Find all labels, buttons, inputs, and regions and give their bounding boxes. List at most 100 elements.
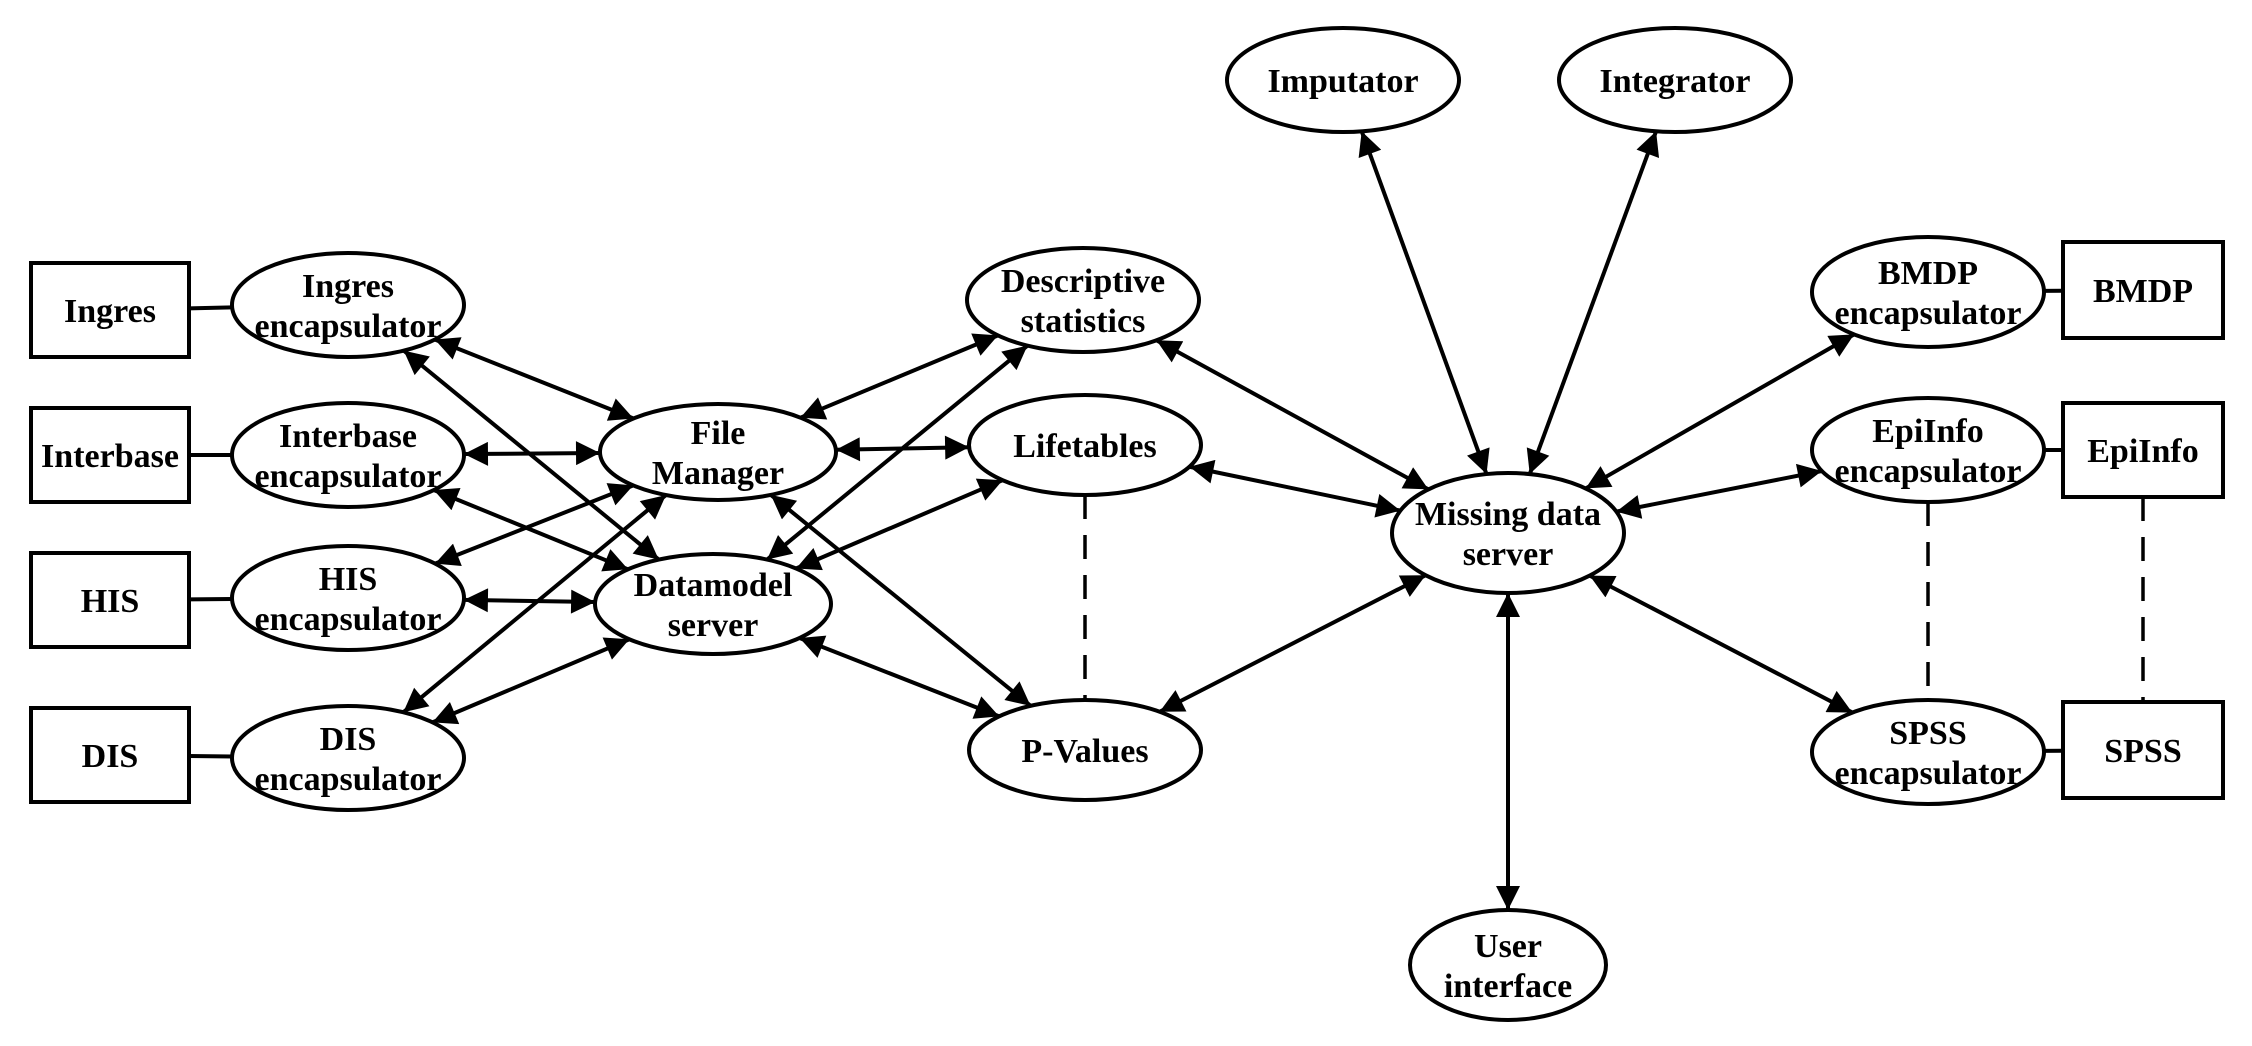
edge-p-values-to-missing-data-server [1158,573,1427,714]
edge-lifetables-to-missing-data-server [1189,459,1401,518]
edge-dis-enc-to-datamodel-server [431,637,631,725]
node-interbase-db-box [29,406,191,504]
node-interbase-db-label-line-1: Interbase [41,438,179,475]
edge-missing-data-server-to-epiinfo-enc [1615,463,1823,519]
node-epiinfo-pkg-box [2061,401,2225,499]
node-epiinfo-pkg-label-line-1: EpiInfo [2087,433,2199,470]
node-datamodel-server-label-line-2: server [668,607,759,644]
edge-ingres-db-to-ingres-enc [188,305,233,311]
node-descriptive-statistics-label-line-2: statistics [1021,303,1146,340]
node-spss-pkg: SPSS [2061,700,2225,800]
node-p-values-label-line-1: P-Values [1021,733,1148,770]
node-spss-enc-ellipse [1810,698,2046,806]
node-bmdp-enc-label-line-1: BMDP [1878,255,1978,292]
edge-his-enc-to-datamodel-server [463,588,596,614]
node-descriptive-statistics-ellipse [965,246,1201,354]
node-interbase-enc-label-line-1: Interbase [279,418,417,455]
edge-datamodel-server-to-p-values [798,635,1000,719]
node-p-values-ellipse [967,698,1203,802]
node-imputator-ellipse [1225,26,1461,134]
node-file-manager-label-line-1: File [691,415,746,452]
node-dis-enc-ellipse [230,704,466,812]
nodes-layer: IngresInterbaseHISDISIngresencapsulatorI… [29,26,2225,1022]
node-epiinfo-enc-label-line-2: encapsulator [1835,453,2022,490]
edge-interbase-enc-to-datamodel-server [433,487,629,572]
node-missing-data-server-label-line-1: Missing data [1415,496,1601,533]
node-user-interface-label-line-1: User [1474,928,1542,965]
node-ingres-db-box [29,261,191,359]
node-descriptive-statistics-label-line-1: Descriptive [1001,263,1165,300]
node-bmdp-enc-label-line-2: encapsulator [1835,295,2022,332]
node-datamodel-server-ellipse [593,552,833,656]
edges-layer [188,130,2145,910]
node-ingres-enc-label-line-1: Ingres [302,268,394,305]
node-his-db-box [29,551,191,649]
node-integrator-ellipse [1557,26,1793,134]
node-his-db: HIS [29,551,191,649]
node-bmdp-pkg-label-line-1: BMDP [2093,273,2193,310]
node-missing-data-server-ellipse [1390,471,1626,595]
node-dis-db-box [29,706,191,804]
node-p-values: P-Values [967,698,1203,802]
node-dis-enc-label-line-1: DIS [320,721,377,758]
edge-his-enc-to-file-manager [434,483,635,566]
node-bmdp-pkg-box [2061,240,2225,340]
edge-file-manager-to-descriptive-statistics [799,333,999,420]
node-ingres-db-label-line-1: Ingres [64,293,156,330]
node-his-enc-label-line-1: HIS [319,561,378,598]
node-ingres-enc-label-line-2: encapsulator [255,308,442,345]
node-epiinfo-pkg: EpiInfo [2061,401,2225,499]
node-ingres-db: Ingres [29,261,191,359]
node-epiinfo-enc-label-line-1: EpiInfo [1872,413,1984,450]
node-user-interface-label-line-2: interface [1444,968,1572,1005]
node-ingres-enc-ellipse [230,251,466,359]
edge-missing-data-server-to-bmdp-enc [1584,332,1856,491]
node-spss-pkg-label-line-1: SPSS [2104,733,2182,770]
node-spss-enc-label-line-1: SPSS [1889,715,1967,752]
node-lifetables: Lifetables [967,393,1203,497]
node-dis-enc-label-line-2: encapsulator [255,761,442,798]
node-lifetables-label-line-1: Lifetables [1013,428,1157,465]
node-dis-db-label-line-1: DIS [82,738,139,775]
node-imputator: Imputator [1225,26,1461,134]
edge-missing-data-server-to-spss-enc [1588,573,1854,715]
node-datamodel-server-label-line-1: Datamodel [634,567,793,604]
node-epiinfo-enc-ellipse [1810,396,2046,504]
node-spss-pkg-box [2061,700,2225,800]
node-interbase-enc-label-line-2: encapsulator [255,458,442,495]
edge-ingres-enc-to-file-manager [434,337,635,421]
edge-interbase-enc-to-file-manager [463,441,601,466]
node-spss-enc-label-line-2: encapsulator [1835,755,2022,792]
node-missing-data-server-label-line-2: server [1463,536,1554,573]
node-integrator: Integrator [1557,26,1793,134]
node-user-interface-ellipse [1408,908,1608,1022]
edge-dis-db-to-dis-enc [188,753,233,759]
edge-integrator-to-missing-data-server [1526,130,1660,475]
node-his-enc-ellipse [230,544,466,652]
node-bmdp-pkg: BMDP [2061,240,2225,340]
node-his-enc-label-line-2: encapsulator [255,601,442,638]
node-file-manager-label-line-2: Manager [652,455,784,492]
node-his-db-label-line-1: HIS [81,583,140,620]
node-lifetables-ellipse [967,393,1203,497]
node-bmdp-enc-ellipse [1810,235,2046,349]
edge-imputator-to-missing-data-server [1358,130,1490,475]
node-interbase-enc-ellipse [230,401,466,509]
node-file-manager-ellipse [598,402,838,502]
edge-datamodel-server-to-lifetables [795,478,1004,571]
node-integrator-label-line-1: Integrator [1599,63,1750,100]
node-dis-db: DIS [29,706,191,804]
